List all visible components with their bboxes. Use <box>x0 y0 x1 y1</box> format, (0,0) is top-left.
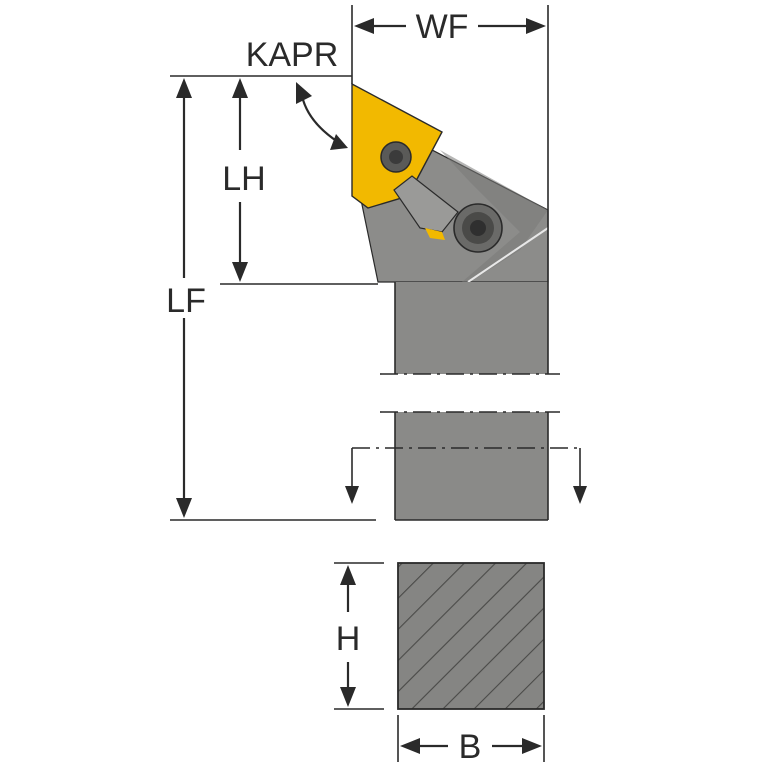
label-b: B <box>459 728 482 766</box>
dimension-lh: LH <box>220 78 378 285</box>
label-kapr: KAPR <box>246 36 339 74</box>
label-lh: LH <box>222 160 265 198</box>
dimension-lf: LF <box>166 78 376 521</box>
holder-head-chamfer <box>440 150 548 282</box>
section-indicator <box>345 447 587 504</box>
shank-lower <box>395 412 548 520</box>
shank-upper <box>395 282 548 374</box>
shank <box>394 210 549 521</box>
holder-head-edge <box>467 227 549 283</box>
clamp-screw <box>453 203 503 253</box>
cutting-insert <box>351 82 459 240</box>
label-wf: WF <box>416 8 469 46</box>
clamp-arm <box>393 175 459 233</box>
label-lf: LF <box>166 282 206 320</box>
dimension-kapr: KAPR <box>246 36 348 150</box>
dimension-wf: WF <box>351 5 549 210</box>
shank-cross-section <box>397 562 545 710</box>
label-h: H <box>336 620 361 658</box>
dimension-b: B <box>397 715 545 766</box>
break-lines <box>380 373 560 413</box>
dimension-h: H <box>334 562 384 710</box>
